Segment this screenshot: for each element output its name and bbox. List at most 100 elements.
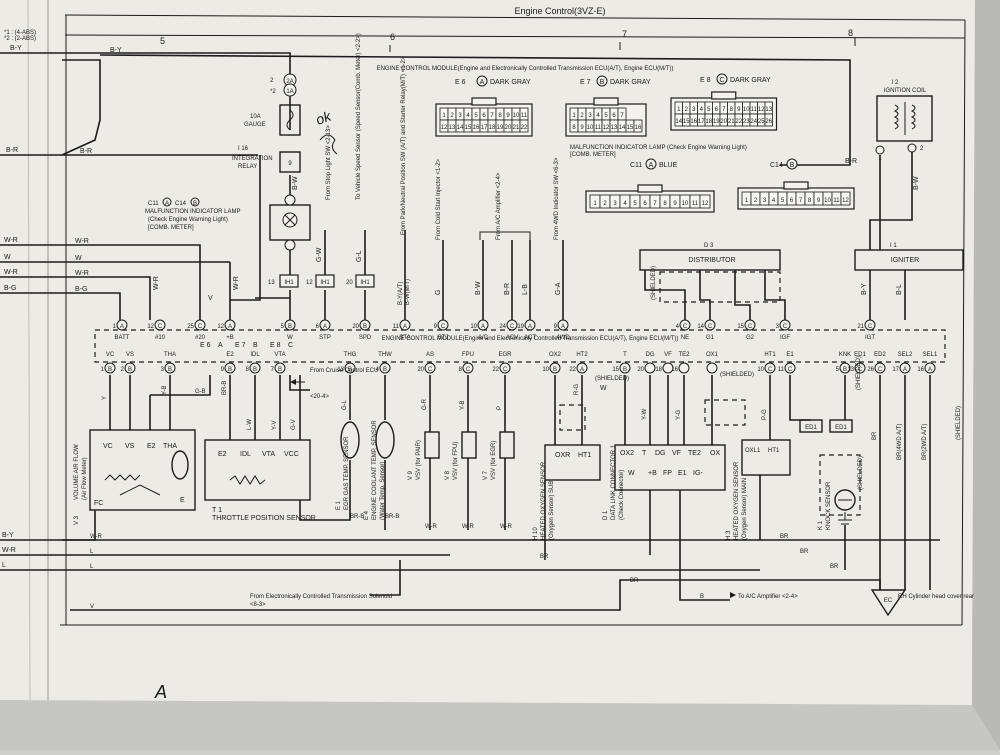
svg-text:11: 11 bbox=[393, 324, 400, 330]
svg-text:10A: 10A bbox=[250, 114, 261, 120]
svg-text:3: 3 bbox=[692, 107, 696, 113]
svg-text:C: C bbox=[428, 367, 433, 373]
svg-text:(SHIELDED): (SHIELDED) bbox=[720, 372, 754, 378]
svg-text:16: 16 bbox=[690, 119, 697, 125]
svg-text:B-Y: B-Y bbox=[10, 45, 22, 52]
svg-text:6: 6 bbox=[612, 113, 616, 119]
svg-text:25: 25 bbox=[187, 324, 194, 330]
svg-text:12: 12 bbox=[758, 107, 765, 113]
svg-text:IGT: IGT bbox=[865, 335, 875, 341]
svg-text:SPD: SPD bbox=[359, 335, 372, 341]
svg-text:10: 10 bbox=[587, 125, 594, 131]
svg-text:C: C bbox=[198, 324, 203, 330]
svg-text:THA: THA bbox=[163, 443, 177, 450]
svg-text:10: 10 bbox=[757, 367, 764, 373]
svg-text:(SHIELDED): (SHIELDED) bbox=[595, 376, 629, 382]
svg-text:B: B bbox=[253, 367, 257, 373]
svg-text:VC: VC bbox=[106, 352, 115, 358]
svg-text:2: 2 bbox=[270, 78, 274, 84]
svg-text:1: 1 bbox=[745, 198, 749, 204]
svg-text:BATT: BATT bbox=[115, 335, 130, 341]
svg-text:6: 6 bbox=[482, 113, 486, 119]
note-abs-4: *1 : (4-ABS) bbox=[4, 30, 36, 36]
svg-text:15: 15 bbox=[627, 125, 634, 131]
svg-text:A: A bbox=[120, 324, 124, 330]
svg-text:W-R: W-R bbox=[2, 547, 16, 554]
svg-text:OX2: OX2 bbox=[620, 450, 634, 457]
svg-text:9: 9 bbox=[817, 198, 821, 204]
svg-text:W-R: W-R bbox=[4, 237, 18, 244]
handwritten-ok-note: ok bbox=[314, 107, 338, 155]
svg-text:<8-3>: <8-3> bbox=[250, 602, 266, 608]
svg-text:L: L bbox=[90, 549, 94, 555]
svg-text:3: 3 bbox=[458, 113, 462, 119]
svg-text:H 3: H 3 bbox=[726, 530, 732, 540]
svg-text:6: 6 bbox=[715, 107, 719, 113]
svg-text:A: A bbox=[528, 324, 532, 330]
svg-text:8: 8 bbox=[730, 107, 734, 113]
svg-text:D 1: D 1 bbox=[603, 510, 609, 520]
svg-text:C: C bbox=[708, 324, 713, 330]
svg-text:A: A bbox=[580, 367, 584, 373]
svg-text:SEL1: SEL1 bbox=[923, 352, 938, 358]
svg-text:4: 4 bbox=[623, 201, 627, 207]
svg-text:BR: BR bbox=[872, 431, 878, 440]
frame-right bbox=[961, 19, 966, 626]
svg-text:VTA: VTA bbox=[274, 352, 285, 358]
svg-text:MALFUNCTION INDICATOR LAMP: MALFUNCTION INDICATOR LAMP bbox=[145, 209, 240, 215]
svg-text:VSV (for PAIR): VSV (for PAIR) bbox=[416, 440, 422, 480]
svg-text:1: 1 bbox=[113, 324, 117, 330]
svg-text:W-R: W-R bbox=[500, 524, 513, 530]
svg-text:B: B bbox=[363, 324, 367, 330]
svg-text:INTEGRATION: INTEGRATION bbox=[232, 156, 273, 162]
svg-text:10: 10 bbox=[513, 113, 520, 119]
svg-text:(SHIELDED): (SHIELDED) bbox=[956, 406, 962, 440]
svg-text:E2: E2 bbox=[226, 352, 234, 358]
svg-text:E 8: E 8 bbox=[270, 342, 281, 349]
svg-text:C: C bbox=[466, 367, 471, 373]
svg-text:(Water Temp. Sensor): (Water Temp. Sensor) bbox=[380, 462, 386, 520]
svg-text:I 2: I 2 bbox=[892, 80, 899, 86]
left-wire-stubs: B-Y B-R W-R W W-R B-G B-Y W-R L bbox=[0, 45, 62, 571]
svg-text:C14: C14 bbox=[770, 162, 783, 169]
svg-text:26: 26 bbox=[765, 119, 772, 125]
svg-text:20: 20 bbox=[505, 125, 512, 131]
svg-text:B: B bbox=[193, 201, 197, 207]
svg-text:R-G: R-G bbox=[574, 384, 580, 395]
svg-text:IGNITER: IGNITER bbox=[891, 257, 919, 264]
svg-text:E1: E1 bbox=[786, 352, 794, 358]
svg-text:V 3: V 3 bbox=[74, 515, 80, 525]
svg-text:P-G: P-G bbox=[762, 409, 768, 420]
svg-text:E1: E1 bbox=[678, 470, 687, 477]
svg-text:3: 3 bbox=[763, 198, 767, 204]
harness-wires-bottom bbox=[62, 375, 940, 611]
svg-text:12: 12 bbox=[147, 324, 154, 330]
svg-text:OXL1: OXL1 bbox=[745, 448, 761, 454]
column-number-6: 6 bbox=[390, 32, 395, 42]
svg-text:V: V bbox=[90, 604, 94, 610]
svg-text:20: 20 bbox=[417, 367, 424, 373]
svg-text:1: 1 bbox=[878, 156, 882, 162]
svg-text:A: A bbox=[323, 324, 327, 330]
svg-text:13: 13 bbox=[337, 367, 344, 373]
svg-text:B: B bbox=[383, 367, 387, 373]
svg-text:15: 15 bbox=[737, 324, 744, 330]
knock-sensor: K 1 KNOCK SENSOR (SHIELDED) bbox=[818, 454, 864, 530]
svg-text:BR: BR bbox=[540, 554, 549, 560]
svg-text:20: 20 bbox=[352, 324, 359, 330]
svg-text:A: A bbox=[165, 201, 169, 207]
svg-text:VS: VS bbox=[125, 443, 135, 450]
svg-text:BR-B: BR-B bbox=[222, 381, 228, 395]
svg-text:<20-4>: <20-4> bbox=[310, 394, 330, 400]
svg-text:L-B: L-B bbox=[522, 284, 529, 295]
svg-text:B: B bbox=[108, 367, 112, 373]
